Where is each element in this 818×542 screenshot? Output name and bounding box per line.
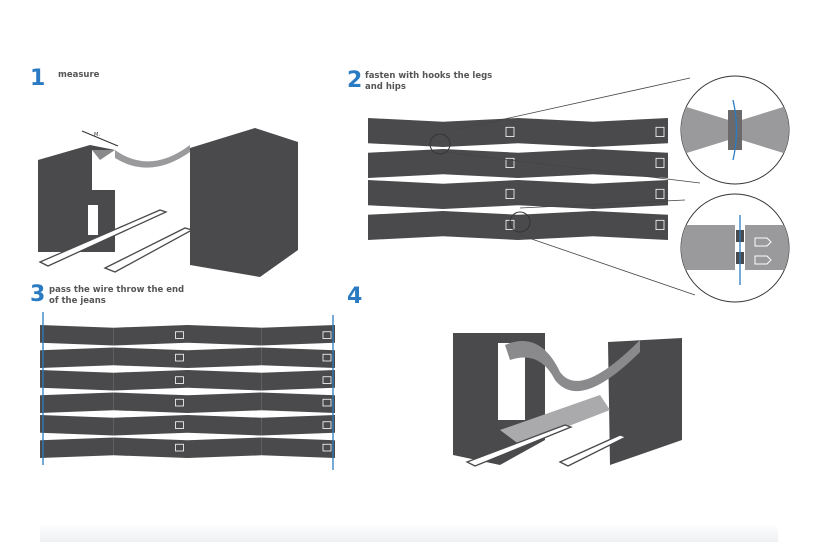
jeans-leg-segment xyxy=(518,118,593,147)
step-3-number: 3 xyxy=(30,282,46,307)
step-2-number: 2 xyxy=(347,68,363,93)
hook-detail-marker-2 xyxy=(509,211,531,233)
belt-loop xyxy=(175,376,184,384)
jeans-leg-segment xyxy=(187,437,262,458)
jeans-leg-segment xyxy=(187,347,262,368)
belt-loop xyxy=(322,443,332,452)
jeans-leg-segment xyxy=(113,392,188,413)
jeans-leg-segment xyxy=(593,211,668,240)
jeans-leg-segment xyxy=(113,437,188,458)
jeans-leg-segment xyxy=(187,415,262,436)
step-2-caption-line-2: and hips xyxy=(365,82,406,92)
jeans-leg-segment xyxy=(40,392,114,413)
jeans-leg-segment xyxy=(113,415,188,436)
belt-loop xyxy=(655,188,665,200)
jeans-leg-segment xyxy=(368,149,443,178)
belt-loop xyxy=(655,126,665,138)
step-2-detail-lines xyxy=(444,77,701,296)
jeans-leg-segment xyxy=(40,370,114,391)
zoom-detail-bottom xyxy=(680,193,790,303)
belt-loop xyxy=(655,219,665,231)
dimension-label: M. xyxy=(94,132,100,138)
belt-loop xyxy=(175,443,184,452)
belt-loop xyxy=(175,421,184,429)
jeans-leg-segment xyxy=(368,211,443,240)
belt-loop xyxy=(322,353,332,362)
step-4-installed-scene xyxy=(453,333,682,467)
jeans-leg-segment xyxy=(518,149,593,178)
jeans-leg-segment xyxy=(187,370,262,391)
step-3-caption-line-2: of the jeans xyxy=(49,296,106,306)
belt-loop xyxy=(505,188,515,200)
jeans-leg-segment xyxy=(187,325,262,346)
jeans-leg-segment xyxy=(518,211,593,240)
jeans-leg-segment xyxy=(261,415,335,436)
belt-loop xyxy=(175,331,184,339)
jeans-leg-segment xyxy=(368,180,443,209)
bottom-shade xyxy=(40,524,778,542)
belt-loop xyxy=(505,157,515,169)
jeans-leg-segment xyxy=(593,118,668,147)
jeans-leg-segment xyxy=(40,325,114,346)
belt-loop xyxy=(322,421,332,429)
jeans-leg-segment xyxy=(40,437,114,458)
step-2-jeans-grid xyxy=(368,118,668,240)
step-2-caption-line-1: fasten with hooks the legs xyxy=(365,71,493,81)
belt-loop xyxy=(175,353,184,362)
step-1-measure-scene: M. xyxy=(38,128,298,277)
jeans-leg-segment xyxy=(518,180,593,209)
belt-loop xyxy=(655,157,665,169)
belt-loop xyxy=(322,398,332,407)
jeans-leg-segment xyxy=(40,415,114,436)
jeans-leg-segment xyxy=(443,211,518,240)
jeans-leg-segment xyxy=(443,118,518,147)
jeans-leg-segment xyxy=(368,118,443,147)
zoom-detail-top xyxy=(680,75,790,185)
jeans-leg-segment xyxy=(261,437,335,458)
jeans-leg-segment xyxy=(113,347,188,368)
step-4-number: 4 xyxy=(347,284,363,309)
belt-loop xyxy=(505,126,515,138)
jeans-leg-segment xyxy=(261,347,335,368)
belt-loop xyxy=(322,331,332,339)
step-1-caption: measure xyxy=(58,70,100,80)
jeans-leg-segment xyxy=(40,347,114,368)
jeans-leg-segment xyxy=(593,180,668,209)
jeans-leg-segment xyxy=(261,392,335,413)
jeans-leg-segment xyxy=(261,325,335,346)
jeans-leg-segment xyxy=(443,149,518,178)
belt-loop xyxy=(175,398,184,407)
step-3-jeans-grid xyxy=(40,325,335,458)
jeans-leg-segment xyxy=(261,370,335,391)
step-3-caption-line-1: pass the wire throw the end xyxy=(49,285,185,295)
hook-detail-marker-1 xyxy=(429,133,451,155)
jeans-leg-segment xyxy=(443,180,518,209)
jeans-leg-segment xyxy=(113,325,188,346)
belt-loop xyxy=(322,376,332,384)
step-1-number: 1 xyxy=(30,66,46,91)
jeans-leg-segment xyxy=(187,392,262,413)
jeans-leg-segment xyxy=(113,370,188,391)
jeans-leg-segment xyxy=(593,149,668,178)
